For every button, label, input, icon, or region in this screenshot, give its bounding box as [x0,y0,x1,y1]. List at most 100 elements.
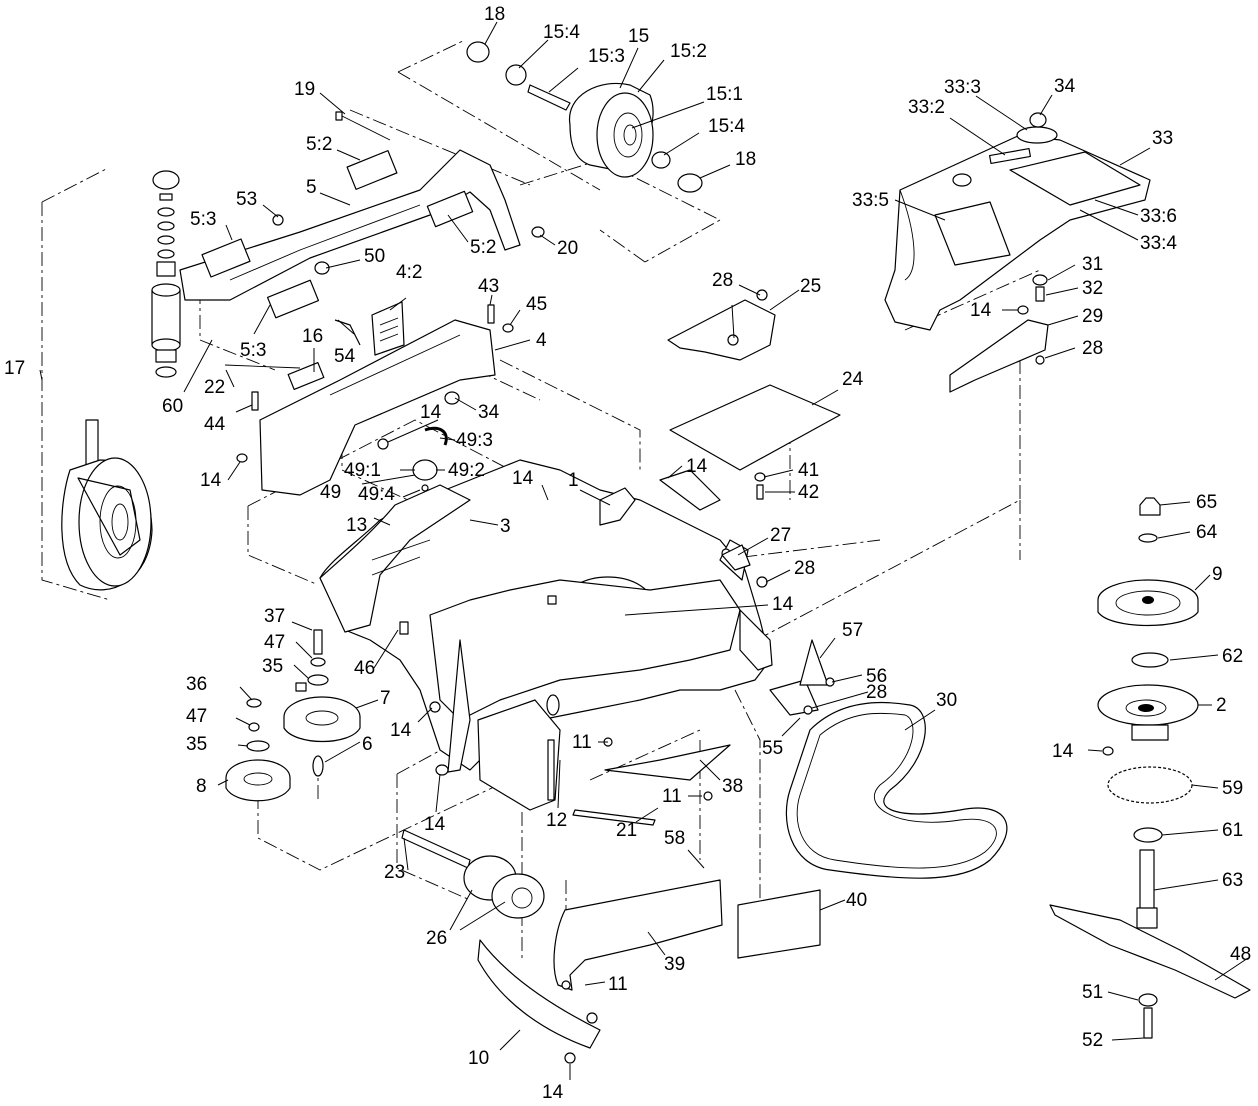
callout-10: 10 [468,1048,489,1069]
callout-19: 19 [294,79,315,100]
callout-labels: 18 15:4 15:3 15 15:2 15:1 15:4 18 19 5:2… [4,4,1251,1103]
callout-18: 18 [484,4,505,25]
callout-25: 25 [800,276,821,297]
callout-1: 1 [568,470,579,491]
callout-55: 55 [762,738,783,759]
callout-31: 31 [1082,254,1103,275]
callout-48: 48 [1230,944,1251,965]
callout-33-2: 33:2 [908,97,945,118]
callout-5-2: 5:2 [306,134,332,155]
callout-11: 11 [662,786,682,807]
callout-4-2: 4:2 [396,262,422,283]
callout-50: 50 [364,246,385,267]
callout-45: 45 [526,294,547,315]
leader-lines [39,21,1249,1080]
callout-5-3: 5:3 [240,340,266,361]
callout-47: 47 [186,706,207,727]
callout-5-2: 5:2 [470,237,496,258]
callout-15: 15 [628,26,649,47]
callout-47: 47 [264,632,285,653]
callout-34: 34 [1054,76,1076,97]
callout-27: 27 [770,525,791,546]
callout-11: 11 [572,732,592,753]
deck-arm-assembly [179,111,545,319]
callout-6: 6 [362,734,373,755]
callout-23: 23 [384,862,405,883]
callout-8: 8 [196,776,207,797]
callout-53: 53 [236,189,257,210]
callout-41: 41 [798,460,819,481]
callout-32: 32 [1082,278,1103,299]
callout-63: 63 [1222,870,1243,891]
callout-36: 36 [186,674,207,695]
lower-parts [399,621,1114,1064]
callout-46: 46 [354,658,375,679]
callout-14: 14 [512,468,534,489]
callout-28: 28 [794,558,815,579]
spindle-assembly [1049,497,1251,1039]
callout-14: 14 [424,814,446,835]
callout-14: 14 [390,720,412,741]
callout-65: 65 [1196,492,1217,513]
callout-15-1: 15:1 [706,84,743,105]
callout-51: 51 [1082,982,1103,1003]
callout-64: 64 [1196,522,1218,543]
callout-30: 30 [936,690,957,711]
callout-54: 54 [334,346,356,367]
callout-49-1: 49:1 [344,460,381,481]
callout-49-4: 49:4 [358,484,395,505]
callout-42: 42 [798,482,819,503]
callout-16: 16 [302,326,323,347]
callout-13: 13 [346,515,367,536]
callout-18: 18 [735,149,756,170]
callout-59: 59 [1222,778,1243,799]
mount-plate-assembly [224,301,514,496]
callout-33-6: 33:6 [1140,206,1177,227]
callout-61: 61 [1222,820,1243,841]
callout-11: 11 [608,974,628,995]
callout-14: 14 [686,456,708,477]
callout-35: 35 [262,656,283,677]
callout-20: 20 [557,238,578,259]
callout-15-4: 15:4 [708,116,745,137]
callout-33: 33 [1152,128,1173,149]
callout-33-3: 33:3 [944,77,981,98]
callout-60: 60 [162,396,183,417]
callout-3: 3 [500,516,511,537]
callout-56: 56 [866,666,887,687]
callout-44: 44 [204,414,226,435]
callout-15-3: 15:3 [588,46,625,67]
callout-38: 38 [722,776,743,797]
callout-49-3: 49:3 [456,430,493,451]
callout-49: 49 [320,482,341,503]
callout-21: 21 [616,820,637,841]
callout-28: 28 [1082,338,1103,359]
callout-14: 14 [542,1082,564,1103]
callout-15-2: 15:2 [670,41,707,62]
callout-29: 29 [1082,306,1103,327]
drive-belt [785,701,1008,879]
idler-pulleys [225,629,361,802]
callout-17: 17 [4,358,25,379]
callout-22: 22 [204,377,225,398]
callout-34: 34 [478,402,500,423]
callout-57: 57 [842,620,863,641]
caster-wheel-assembly [61,170,181,591]
callout-26: 26 [426,928,447,949]
callout-40: 40 [846,890,867,911]
callout-15-4: 15:4 [543,22,580,43]
belt-cover [884,112,1151,393]
front-roller-wheel [466,41,703,193]
callout-12: 12 [546,810,567,831]
callout-14: 14 [1052,741,1074,762]
callout-9: 9 [1212,564,1223,585]
callout-24: 24 [842,369,864,390]
callout-58: 58 [664,828,685,849]
callout-14: 14 [772,594,794,615]
callout-28: 28 [712,270,733,291]
callout-14: 14 [420,402,442,423]
deck-housing [319,459,773,811]
callout-35: 35 [186,734,207,755]
callout-14: 14 [970,300,992,321]
